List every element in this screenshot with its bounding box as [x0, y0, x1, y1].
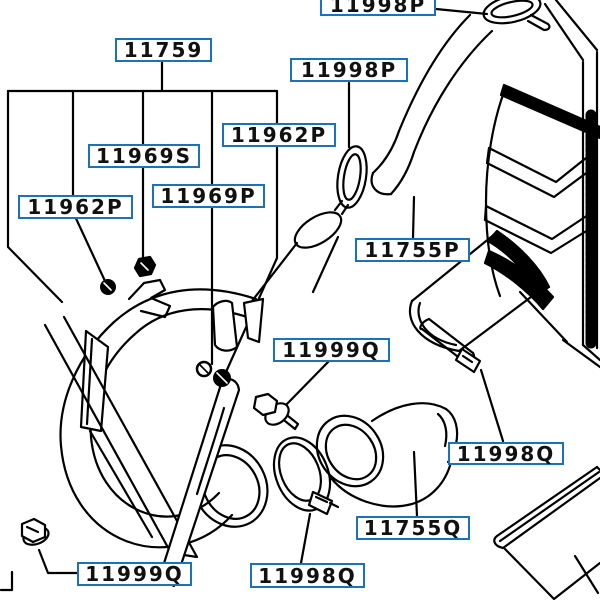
part-label-11999Q-bottom[interactable]: 11999Q: [77, 562, 192, 586]
part-label-11999Q-mid[interactable]: 11999Q: [273, 338, 390, 362]
part-label-11998P-mid[interactable]: 11998P: [290, 58, 408, 82]
part-label-11759[interactable]: 11759: [115, 38, 212, 62]
part-label-11998P-top[interactable]: 11998P: [320, 0, 436, 16]
air-guide-panel: [493, 465, 600, 600]
part-label-11998Q-bottom[interactable]: 11998Q: [250, 563, 365, 588]
bolt-mid: [252, 392, 300, 431]
upper-hose-11755P: [370, 13, 494, 196]
part-label-11755Q[interactable]: 11755Q: [356, 516, 470, 540]
grommet-left: [100, 279, 116, 295]
radiator-edge: [543, 0, 600, 369]
part-label-11755P[interactable]: 11755P: [355, 238, 470, 262]
part-label-11962P-left[interactable]: 11962P: [18, 195, 133, 219]
outlet-duct: [408, 229, 551, 353]
bolt-bottom: [20, 517, 50, 546]
leader-lines: [37, 7, 505, 575]
hose-clamp-ring-bottom: [272, 436, 340, 516]
elbow-duct-11755Q: [315, 402, 459, 508]
inlet-neck: [211, 211, 343, 352]
nut-11969S: [133, 255, 157, 278]
part-label-11962P-upper[interactable]: 11962P: [222, 123, 336, 147]
hose-clamp-right: [419, 317, 482, 374]
part-label-11998Q-right[interactable]: 11998Q: [448, 442, 564, 465]
hose-clamp-top: [482, 0, 551, 32]
hose-clamp-mid: [333, 145, 368, 216]
part-label-11969P[interactable]: 11969P: [152, 184, 265, 208]
part-label-11969S[interactable]: 11969S: [88, 144, 200, 168]
grommet-upper: [213, 369, 231, 387]
ring-11969P: [195, 360, 213, 378]
stay-strap: [157, 377, 241, 588]
